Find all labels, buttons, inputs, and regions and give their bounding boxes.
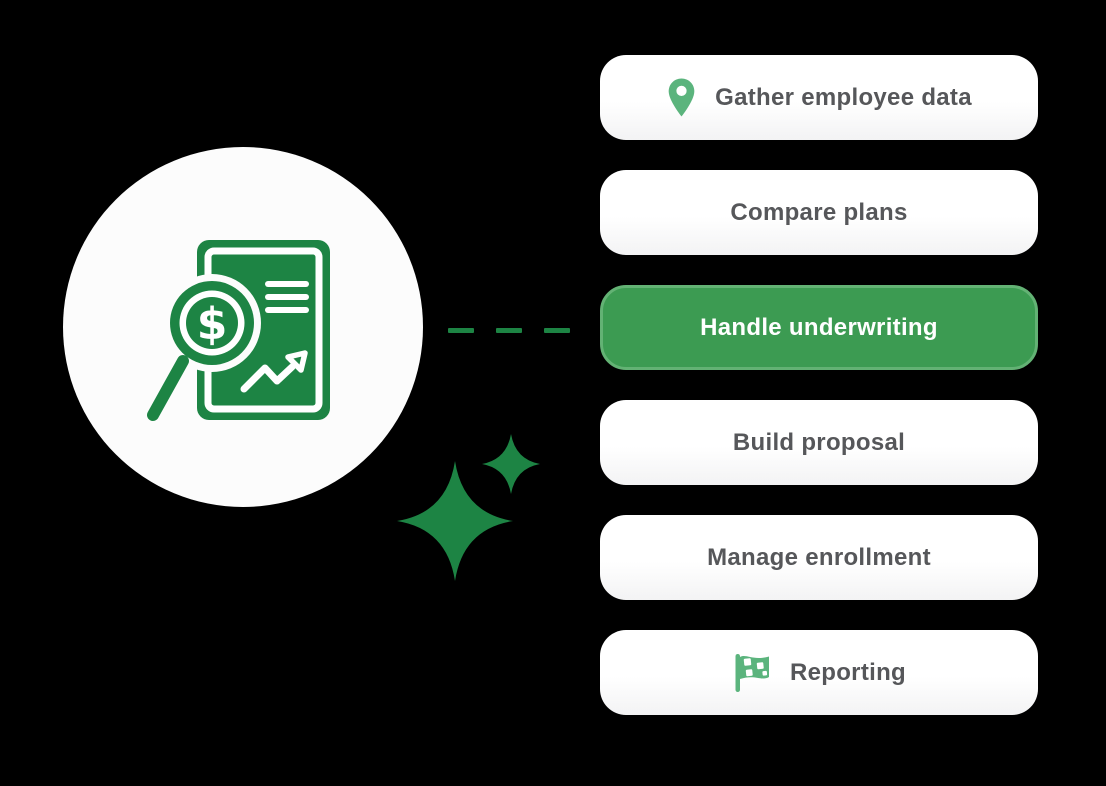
step-card-manage-enrollment[interactable]: Manage enrollment bbox=[600, 515, 1038, 600]
step-card-compare-plans[interactable]: Compare plans bbox=[600, 170, 1038, 255]
step-label: Manage enrollment bbox=[707, 543, 931, 571]
dollar-sign: $ bbox=[197, 299, 228, 350]
dash bbox=[496, 328, 522, 333]
step-card-handle-underwriting[interactable]: Handle underwriting bbox=[600, 285, 1038, 370]
step-card-gather-employee-data[interactable]: Gather employee data bbox=[600, 55, 1038, 140]
financial-report-magnifier-icon: $ bbox=[143, 240, 330, 425]
dash bbox=[448, 328, 474, 333]
location-pin-icon bbox=[668, 78, 695, 117]
step-label: Gather employee data bbox=[715, 83, 972, 111]
sparkles-icon bbox=[397, 434, 540, 581]
step-card-build-proposal[interactable]: Build proposal bbox=[600, 400, 1038, 485]
checkered-flag-icon bbox=[735, 653, 769, 692]
step-label: Build proposal bbox=[732, 428, 906, 456]
step-label: Compare plans bbox=[730, 198, 908, 226]
dash bbox=[544, 328, 570, 333]
step-label: Reporting bbox=[789, 658, 907, 686]
dashed-connector bbox=[448, 328, 572, 333]
step-label: Handle underwriting bbox=[700, 313, 938, 341]
step-card-reporting[interactable]: Reporting bbox=[600, 630, 1038, 715]
report-analysis-circle: $ bbox=[63, 147, 423, 507]
